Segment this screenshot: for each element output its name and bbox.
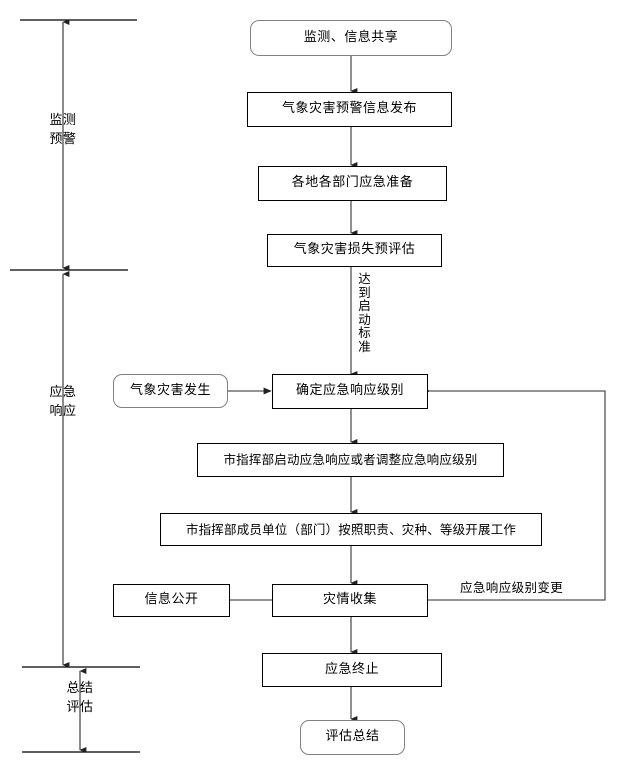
node-loss-pre-assessment[interactable]: 气象灾害损失预评估 (267, 234, 442, 267)
node-assessment-summary[interactable]: 评估总结 (300, 720, 405, 755)
edge-label-char: 启 (358, 298, 371, 313)
node-monitoring-info-sharing[interactable]: 监测、信息共享 (250, 20, 452, 56)
edge-label-char: 准 (358, 338, 371, 354)
phase-label-emergency-response: 应急 响应 (40, 384, 86, 422)
node-determine-response-level[interactable]: 确定应急响应级别 (272, 374, 428, 409)
node-member-units-work[interactable]: 市指挥部成员单位（部门）按照职责、灾种、等级开展工作 (160, 513, 542, 546)
edge-label-activation-criterion: 达到启动标准 (357, 272, 372, 353)
node-emergency-termination[interactable]: 应急终止 (262, 653, 442, 687)
phase-label-monitor-line1: 监测 (49, 113, 77, 128)
node-disaster-occurs[interactable]: 气象灾害发生 (113, 374, 228, 408)
edge-label-char: 标 (358, 325, 371, 340)
node-departments-prepare[interactable]: 各地各部门应急准备 (258, 166, 447, 201)
phase-label-response-line1: 应急 (49, 385, 77, 400)
phase-label-monitor-warning: 监测 预警 (40, 112, 86, 150)
node-information-disclosure[interactable]: 信息公开 (113, 584, 230, 617)
node-hq-start-or-adjust[interactable]: 市指挥部启动应急响应或者调整应急响应级别 (197, 443, 504, 477)
edge-feedback-level-change (422, 387, 606, 601)
phase-label-monitor-line2: 预警 (49, 131, 77, 147)
node-warning-release[interactable]: 气象灾害预警信息发布 (247, 92, 452, 127)
edge-label-response-level-change: 应急响应级别变更 (460, 580, 564, 595)
side-connectors (228, 387, 606, 601)
edge-label-char: 动 (358, 311, 371, 327)
phase-label-summary-line2: 评估 (66, 699, 94, 715)
node-disaster-info-collection[interactable]: 灾情收集 (272, 584, 428, 617)
edge-label-char: 达 (358, 271, 371, 286)
edge-label-char: 到 (358, 284, 371, 300)
phase-label-summary-evaluation: 总结 评估 (57, 680, 103, 718)
phase-label-response-line2: 响应 (49, 403, 77, 419)
phase-arrows (62, 19, 87, 753)
phase-label-summary-line1: 总结 (66, 681, 94, 696)
